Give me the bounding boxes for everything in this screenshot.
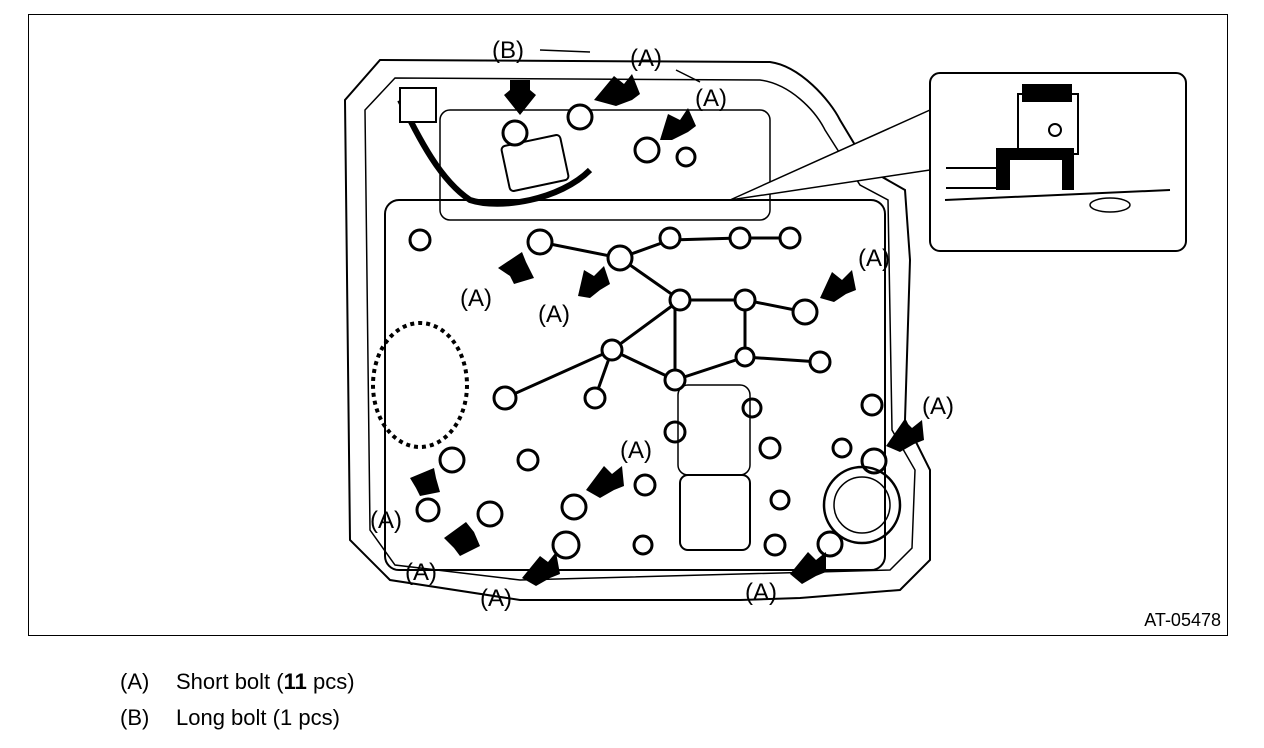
solenoid-connector — [500, 134, 570, 192]
inset-detail — [729, 72, 1187, 252]
large-port — [822, 465, 902, 545]
callout-a-right-1: (A) — [858, 245, 890, 272]
center-valve — [677, 384, 751, 476]
legend-desc-post: pcs) — [306, 669, 355, 694]
harness-connector — [399, 87, 437, 123]
valve-body-plate — [384, 199, 886, 571]
solenoid-body — [679, 474, 751, 551]
dashed-highlight — [371, 321, 469, 449]
arrow-1 — [504, 80, 536, 115]
bolt-group — [408, 103, 888, 560]
arrow-11 — [522, 552, 560, 586]
legend-key: (B) — [120, 705, 150, 730]
arrow-group — [410, 74, 924, 586]
arrow-12 — [790, 552, 826, 584]
arrow-2 — [594, 74, 640, 106]
bolt-b — [501, 119, 529, 147]
large-port-inner — [833, 476, 891, 534]
callout-a-top-1: (A) — [630, 45, 662, 72]
callout-a-right-2: (A) — [922, 393, 954, 420]
oil-pan-inner — [364, 77, 916, 581]
legend-count: 1 — [279, 705, 293, 730]
callout-a-mid-1: (A) — [538, 301, 570, 328]
upper-valve-section — [439, 109, 771, 221]
callout-a-mid-2: (A) — [620, 437, 652, 464]
legend-row-b: (B) Long bolt (1 pcs) — [120, 700, 355, 736]
arrow-9 — [444, 522, 480, 556]
callout-a-bottom-2: (A) — [480, 585, 512, 612]
callout-a-left-1: (A) — [460, 285, 492, 312]
legend: (A) Short bolt (11 pcs) (B) Long bolt (1… — [120, 664, 355, 736]
arrow-6 — [820, 270, 856, 302]
arrow-10 — [586, 466, 624, 498]
legend-desc-post: pcs) — [292, 705, 340, 730]
arrow-4 — [498, 252, 534, 284]
legend-count: 11 — [283, 669, 307, 694]
callout-a-top-2: (A) — [695, 85, 727, 112]
legend-desc-pre: Short bolt ( — [176, 669, 284, 694]
arrow-3 — [660, 108, 696, 140]
callout-a-bottom-3: (A) — [745, 579, 777, 606]
legend-desc: Long bolt (1 pcs) — [176, 705, 340, 731]
legend-key: (A) — [120, 669, 150, 694]
wire-harness — [397, 98, 593, 207]
callout-a-bottom-1: (A) — [405, 559, 437, 586]
callout-leaders — [539, 49, 701, 83]
callout-a-left-2: (A) — [370, 507, 402, 534]
arrow-8 — [410, 468, 440, 496]
arrow-5 — [578, 266, 610, 298]
legend-desc-pre: Long bolt ( — [176, 705, 280, 730]
legend-row-a: (A) Short bolt (11 pcs) — [120, 664, 355, 700]
callout-b: (B) — [492, 37, 524, 64]
arrow-7 — [886, 420, 924, 452]
figure-id: AT-05478 — [1144, 610, 1221, 630]
legend-desc: Short bolt (11 pcs) — [176, 669, 355, 695]
